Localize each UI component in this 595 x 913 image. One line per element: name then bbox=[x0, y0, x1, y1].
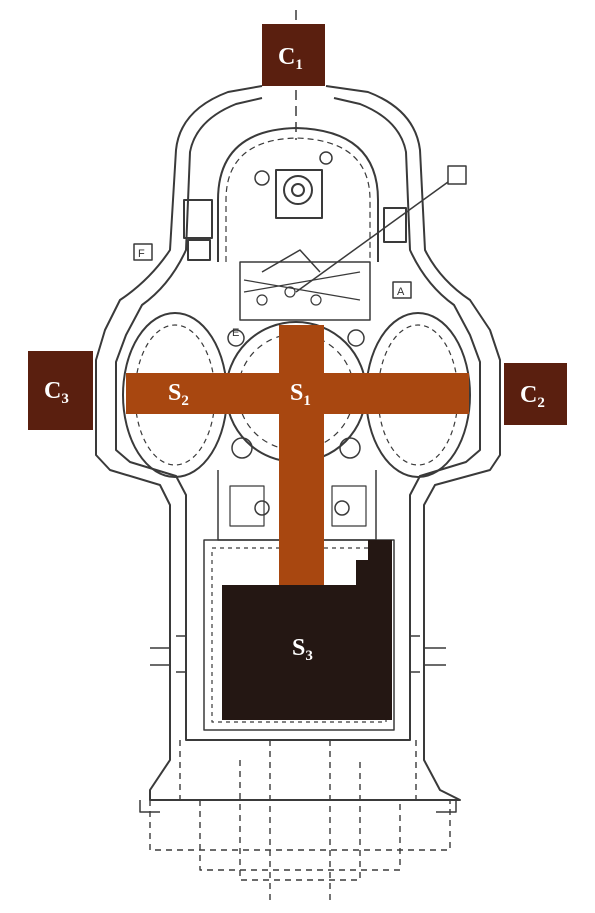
building-plan-outline bbox=[95, 10, 501, 900]
label-c2: C2 bbox=[520, 382, 545, 411]
box-c1 bbox=[262, 24, 325, 86]
box-c2 bbox=[504, 363, 567, 425]
plan-mark-e: E bbox=[232, 327, 239, 339]
label-s3: S3 bbox=[292, 635, 313, 664]
box-c3 bbox=[28, 351, 93, 430]
area-s3 bbox=[222, 540, 392, 720]
label-c1: C1 bbox=[278, 44, 303, 73]
label-s2: S2 bbox=[168, 380, 189, 409]
corridor-s1 bbox=[279, 325, 324, 585]
label-s1: S1 bbox=[290, 380, 311, 409]
plan-mark-f: F bbox=[138, 248, 145, 260]
label-c3: C3 bbox=[44, 378, 69, 407]
plan-mark-a: A bbox=[397, 286, 405, 298]
